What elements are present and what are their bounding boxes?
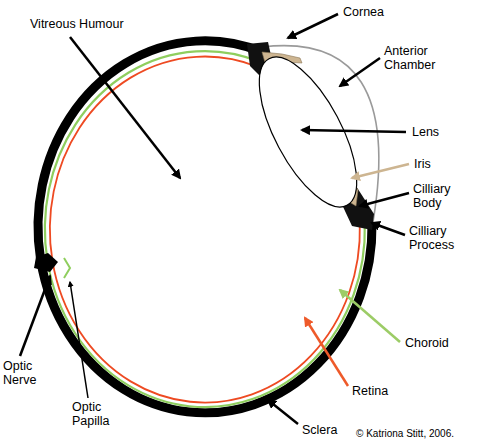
leader-arrow xyxy=(20,276,50,356)
part-label: Vitreous Humour xyxy=(30,17,124,31)
leader-arrow xyxy=(70,282,88,398)
part-label: Lens xyxy=(412,125,439,139)
copyright-note: © Katriona Stitt, 2006. xyxy=(356,427,454,441)
leader-arrow xyxy=(288,14,338,38)
part-label: Optic Nerve xyxy=(3,359,51,387)
leader-arrow xyxy=(372,223,405,235)
leader-arrow xyxy=(360,193,409,206)
leader-arrow xyxy=(340,290,400,342)
part-label: Retina xyxy=(352,384,388,398)
leader-arrow xyxy=(70,37,180,178)
leader-arrow xyxy=(305,318,348,386)
optic-nerve-shape xyxy=(34,253,58,272)
leader-arrow xyxy=(352,164,409,178)
part-label: Anterior Chamber xyxy=(384,44,454,72)
part-label: Iris xyxy=(414,157,431,171)
part-label: Sclera xyxy=(302,423,337,437)
part-label: Choroid xyxy=(405,336,449,350)
part-label: Cilliary Body xyxy=(413,182,473,210)
leader-arrow xyxy=(340,58,380,86)
leader-arrow xyxy=(302,130,406,132)
optic-papilla-shape xyxy=(64,258,70,278)
leader-arrow xyxy=(268,400,298,424)
part-label: Optic Papilla xyxy=(72,400,124,428)
part-label: Cornea xyxy=(343,5,384,19)
part-label: Cilliary Process xyxy=(409,224,473,252)
